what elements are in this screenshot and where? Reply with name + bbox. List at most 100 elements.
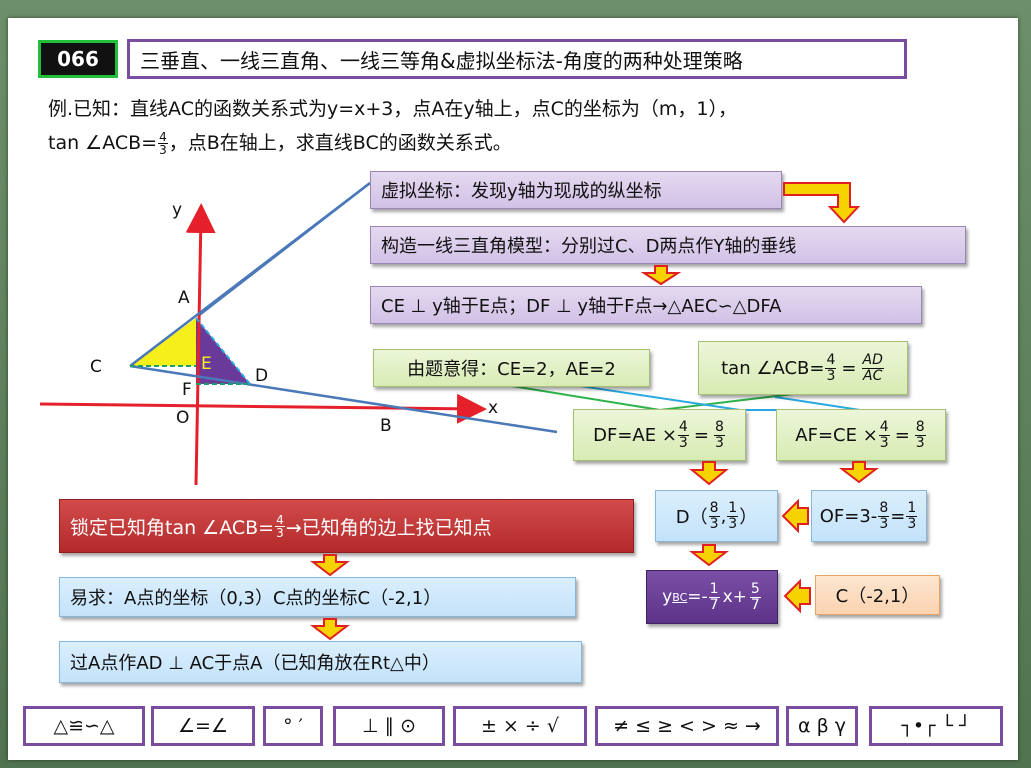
point-o-label: O: [176, 408, 190, 428]
ybc-int-num: 5: [749, 580, 761, 598]
y-axis-label: y: [172, 200, 183, 220]
tan-label: tan ∠ACB=: [721, 357, 825, 379]
ybc-equals: =-: [687, 587, 708, 607]
d-x-num: 8: [708, 499, 720, 517]
fraction-numerator: 4: [158, 130, 168, 144]
line-bc: [129, 364, 558, 434]
af-den1: 3: [879, 434, 889, 451]
problem-tail: ，点B在轴上，求直线BC的函数关系式。: [168, 132, 512, 154]
lock-den: 3: [276, 525, 284, 540]
af-num2: 8: [914, 418, 926, 436]
tool-relations[interactable]: ≠ ≤ ≥ < > ≈ →: [595, 706, 779, 746]
tool-congruent-similar[interactable]: △≌∽△: [23, 706, 145, 746]
af-equals: =: [894, 424, 910, 446]
tan-equals: =: [841, 357, 857, 379]
given-box: 由题意得：CE=2，AE=2: [373, 349, 650, 387]
af-num1: 4: [878, 418, 890, 436]
ac-denominator: AC: [863, 367, 883, 384]
of-equals: =: [890, 505, 906, 527]
tan-numerator: 4: [825, 351, 837, 369]
ybc-x-plus: x+: [722, 587, 747, 607]
d-comma: ,: [720, 505, 727, 527]
construct-model-box: 构造一线三直角模型：分别过C、D两点作Y轴的垂线: [370, 226, 966, 264]
lock-tail: →已知角的边上找已知点: [285, 516, 492, 539]
of-den2: 3: [907, 515, 917, 532]
point-d-label: D: [255, 366, 269, 386]
easy-find-box: 易求：A点的坐标（0,3）C点的坐标C（-2,1）: [59, 577, 576, 617]
tool-angle-equal[interactable]: ∠=∠: [151, 706, 255, 746]
through-a-box: 过A点作AD ⊥ AC于点A（已知角放在Rt△中）: [59, 641, 582, 683]
fraction-denominator: 3: [159, 143, 167, 157]
point-f-label: F: [182, 380, 192, 400]
df-num1: 4: [677, 418, 689, 436]
lock-label: 锁定已知角tan ∠ACB=: [70, 516, 275, 539]
problem-line-1: 例.已知：直线AC的函数关系式为y=x+3，点A在y轴上，点C的坐标为（m，1）…: [48, 98, 737, 120]
d-y-den: 3: [728, 515, 738, 532]
point-b-label: B: [380, 416, 392, 436]
point-c-label: C: [90, 357, 102, 377]
af-label: AF=CE ×: [795, 424, 878, 446]
line-ac: [129, 182, 371, 367]
lock-num: 4: [275, 512, 285, 527]
ybc-int-den: 7: [750, 596, 760, 613]
tool-greek-letters[interactable]: α β γ: [786, 706, 858, 746]
x-axis-label: x: [488, 398, 499, 418]
of-label: OF=3-: [819, 505, 878, 527]
d-close: ）: [739, 507, 758, 528]
df-equals: =: [693, 424, 709, 446]
d-y-num: 1: [727, 499, 739, 517]
tool-degree-minute[interactable]: ° ′: [263, 706, 323, 746]
af-den2: 3: [915, 434, 925, 451]
d-open: D（: [675, 507, 708, 528]
slide-title: 三垂直、一线三直角、一线三等角&虚拟坐标法-角度的两种处理策略: [127, 39, 907, 79]
ad-numerator: AD: [861, 351, 884, 369]
tool-arithmetic[interactable]: ± × ÷ √: [453, 706, 587, 746]
ybc-slope-num: 1: [708, 580, 720, 598]
of-num1: 8: [878, 499, 890, 517]
df-den2: 3: [714, 434, 724, 451]
df-label: DF=AE ×: [593, 424, 677, 446]
tan-denominator: 3: [826, 367, 836, 384]
point-c-box: C（-2,1）: [815, 575, 940, 615]
perpendicular-box: CE ⊥ y轴于E点；DF ⊥ y轴于F点→△AEC∽△DFA: [370, 286, 922, 324]
tool-perp-parallel-circle[interactable]: ⊥ ∥ ⊙: [333, 706, 445, 746]
of-num2: 1: [906, 499, 918, 517]
tool-right-angle-marks[interactable]: ┐•┌ └ ┘: [869, 706, 1003, 746]
slide-number-badge: 066: [38, 40, 118, 78]
y-axis: [185, 203, 216, 486]
df-num2: 8: [713, 418, 725, 436]
ybc-y: y: [662, 587, 673, 607]
point-e-label: E: [201, 354, 212, 374]
segment-ad: [195, 317, 251, 385]
problem-tan-label: tan ∠ACB=: [48, 132, 158, 154]
df-den1: 3: [678, 434, 688, 451]
virtual-coordinate-box: 虚拟坐标：发现y轴为现成的纵坐标: [370, 171, 782, 209]
of-den1: 3: [879, 515, 889, 532]
point-a-label: A: [178, 288, 190, 308]
ybc-subscript: BC: [672, 590, 688, 604]
ybc-slope-den: 7: [709, 596, 719, 613]
d-x-den: 3: [709, 515, 719, 532]
